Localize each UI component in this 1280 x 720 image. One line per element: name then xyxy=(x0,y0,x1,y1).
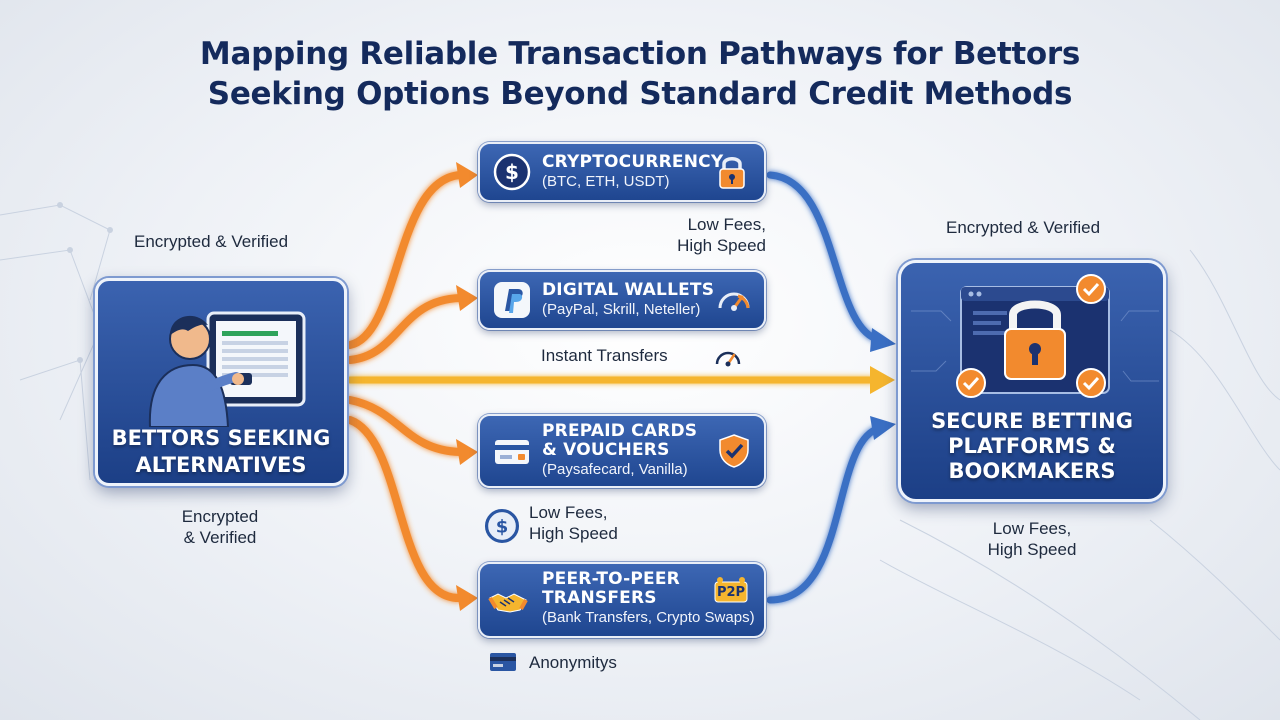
arrowhead-p2p xyxy=(456,585,478,611)
method-title-line-2: TRANSFERS xyxy=(542,588,657,608)
title-line-1: Mapping Reliable Transaction Pathways fo… xyxy=(199,36,1081,72)
method-subtitle: (Bank Transfers, Crypto Swaps) xyxy=(542,609,755,626)
target-label: SECURE BETTING PLATFORMS & BOOKMAKERS xyxy=(901,409,1163,484)
note-crypto-line-2: High Speed xyxy=(677,236,766,255)
svg-text:$: $ xyxy=(505,160,519,184)
paypal-icon xyxy=(494,282,530,318)
arrowhead-wallets xyxy=(456,285,478,311)
note-prepaid-line-2: High Speed xyxy=(529,524,618,543)
note-wallets: Instant Transfers xyxy=(541,346,668,365)
source-label: BETTORS SEEKING ALTERNATIVES xyxy=(98,425,344,479)
padlock-screen-icon xyxy=(911,274,1159,398)
note-left-bottom-line-2: & Verified xyxy=(183,528,257,547)
target-label-line-1: SECURE BETTING xyxy=(931,409,1133,433)
source-box: BETTORS SEEKING ALTERNATIVES xyxy=(95,278,347,486)
handshake-icon xyxy=(488,593,528,613)
speedometer-icon xyxy=(715,351,741,367)
arrowhead-prepaid xyxy=(456,439,478,465)
padlock-icon xyxy=(719,157,745,189)
method-subtitle: (Paysafecard, Vanilla) xyxy=(542,461,688,478)
method-card-prepaid: PREPAID CARDS & VOUCHERS (Paysafecard, V… xyxy=(478,414,766,488)
speedometer-icon xyxy=(718,292,750,311)
note-p2p: Anonymitys xyxy=(529,653,617,672)
p2p-badge-text: P2P xyxy=(716,585,746,600)
note-left-bottom-line-1: Encrypted xyxy=(181,507,259,526)
arrow-to-p2p xyxy=(346,416,464,603)
source-label-line-2: ALTERNATIVES xyxy=(135,453,307,477)
person-with-tablet-icon xyxy=(148,311,306,427)
arrow-to-prepaid xyxy=(346,396,464,456)
target-label-line-2: PLATFORMS & xyxy=(948,434,1116,458)
method-title: CRYPTOCURRENCY xyxy=(542,152,724,172)
note-prepaid-line-1: Low Fees, xyxy=(529,503,608,522)
method-title: DIGITAL WALLETS xyxy=(542,280,715,300)
method-card-p2p: PEER-TO-PEER TRANSFERS (Bank Transfers, … xyxy=(478,562,766,638)
note-left-top: Encrypted & Verified xyxy=(134,232,289,251)
arrow-to-crypto xyxy=(346,171,464,349)
dollar-coin-icon: $ xyxy=(484,508,520,544)
arrowhead-crypto xyxy=(456,162,478,188)
shield-check-icon xyxy=(719,434,749,468)
p2p-icon: P2P xyxy=(714,576,748,606)
card-icon xyxy=(490,653,516,671)
source-label-line-1: BETTORS SEEKING xyxy=(111,426,331,450)
target-label-line-3: BOOKMAKERS xyxy=(948,459,1116,483)
page-title: Mapping Reliable Transaction Pathways fo… xyxy=(0,34,1280,114)
method-card-wallets: DIGITAL WALLETS (PayPal, Skrill, Netelle… xyxy=(478,270,766,330)
note-prepaid: Low Fees, High Speed xyxy=(529,502,618,544)
arrowhead-crypto-target xyxy=(870,328,896,352)
method-card-crypto: $ CRYPTOCURRENCY (BTC, ETH, USDT) xyxy=(478,142,766,202)
title-line-2: Seeking Options Beyond Standard Credit M… xyxy=(207,76,1073,112)
method-title-line-2: & VOUCHERS xyxy=(542,440,670,460)
note-crypto: Low Fees, High Speed xyxy=(662,214,766,256)
arrowhead-p2p-target xyxy=(870,416,896,440)
target-box: SECURE BETTING PLATFORMS & BOOKMAKERS xyxy=(898,260,1166,502)
note-crypto-line-1: Low Fees, xyxy=(687,215,766,234)
svg-text:$: $ xyxy=(496,516,509,537)
arrow-to-wallets xyxy=(346,294,464,364)
note-right-bottom-line-2: High Speed xyxy=(987,540,1077,559)
method-subtitle: (PayPal, Skrill, Neteller) xyxy=(542,301,701,318)
note-left-bottom: Encrypted & Verified xyxy=(150,506,290,548)
method-subtitle: (BTC, ETH, USDT) xyxy=(542,173,670,190)
card-icon xyxy=(495,440,529,464)
arrow-crypto-to-target xyxy=(766,171,884,344)
note-right-top: Encrypted & Verified xyxy=(946,218,1101,237)
note-right-bottom: Low Fees, High Speed xyxy=(962,518,1102,560)
note-right-bottom-line-1: Low Fees, xyxy=(992,519,1072,538)
method-title-line-1: PEER-TO-PEER xyxy=(542,569,680,589)
method-title-line-1: PREPAID CARDS xyxy=(542,421,698,441)
dollar-coin-icon: $ xyxy=(493,153,531,191)
arrowhead-direct xyxy=(870,366,895,394)
arrow-p2p-to-target xyxy=(766,424,884,604)
